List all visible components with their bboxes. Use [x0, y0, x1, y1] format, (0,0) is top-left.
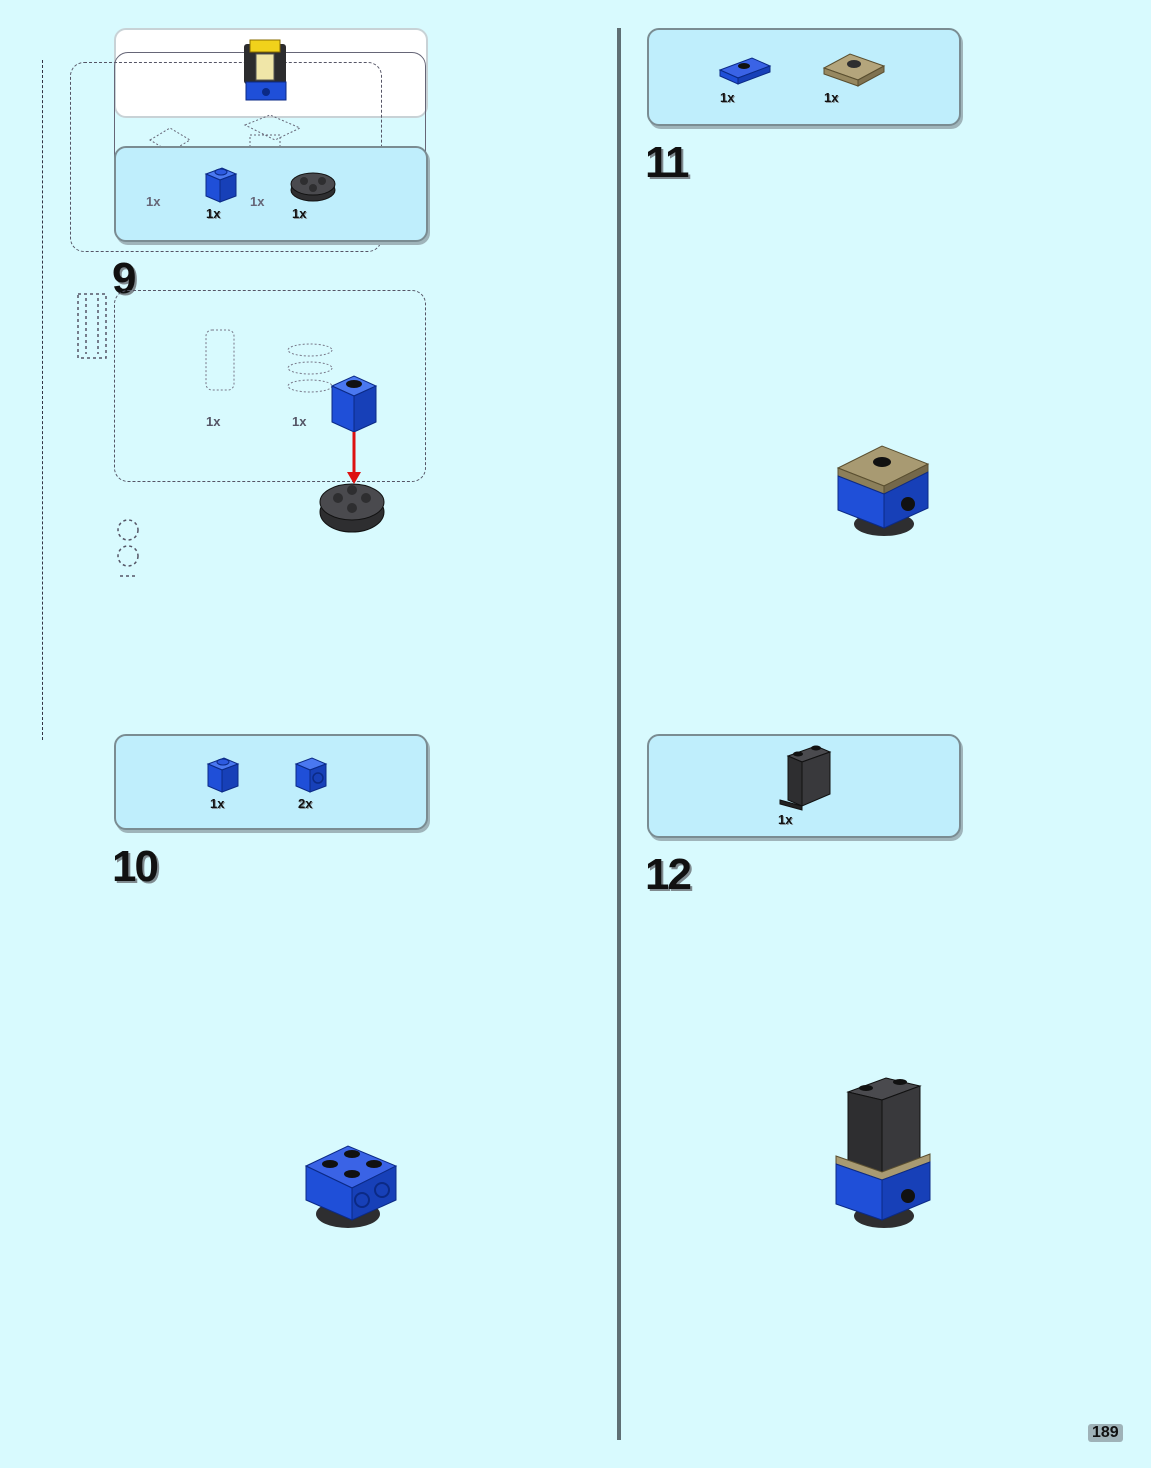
- step9-parts-callout: [114, 146, 428, 242]
- step12-number: 12: [645, 850, 692, 899]
- sub-step-guide-line: [42, 60, 43, 740]
- page-number: 189: [1088, 1424, 1123, 1442]
- step10-part1-qty: 1x: [210, 796, 225, 811]
- ghost-qty-label: 1x: [146, 194, 161, 209]
- black-panel-icon: [779, 745, 832, 811]
- step12-part1-qty: 1x: [778, 812, 793, 827]
- step10-parts-callout: [114, 734, 428, 830]
- ghost-step-number-11: [77, 293, 107, 359]
- ghost-step-number-9: [117, 519, 139, 577]
- step11-part1-qty: 1x: [720, 90, 735, 105]
- step10-build-illustration: [304, 1145, 398, 1228]
- step11-part2-qty: 1x: [824, 90, 839, 105]
- step10-part2-qty: 2x: [298, 796, 313, 811]
- step12-build-illustration: [835, 1077, 931, 1228]
- tan-jumper-plate-icon: [822, 53, 886, 87]
- ghost-qty-label: 1x: [250, 194, 265, 209]
- blue-brick-1x1-icon: [206, 757, 240, 793]
- ghost-previous-step-callout: [114, 290, 426, 482]
- ghost-qty-label: 1x: [206, 414, 221, 429]
- column-divider: [617, 28, 621, 1440]
- ghost-qty-label: 1x: [292, 414, 307, 429]
- step9-part2-qty: 1x: [292, 206, 307, 221]
- step11-number: 11: [645, 138, 689, 187]
- blue-tile-icon: [718, 57, 772, 85]
- dark-round-plate-icon: [290, 172, 336, 202]
- blue-brick-1x1-icon: [204, 167, 238, 203]
- step11-parts-callout: [647, 28, 961, 126]
- step9-build-illustration: [319, 375, 385, 533]
- blue-brick-side-stud-icon: [294, 757, 328, 793]
- step9-part1-qty: 1x: [206, 206, 221, 221]
- step11-build-illustration: [836, 445, 930, 536]
- step10-number: 10: [112, 842, 159, 891]
- sub-assembly-preview-icon: [244, 39, 287, 101]
